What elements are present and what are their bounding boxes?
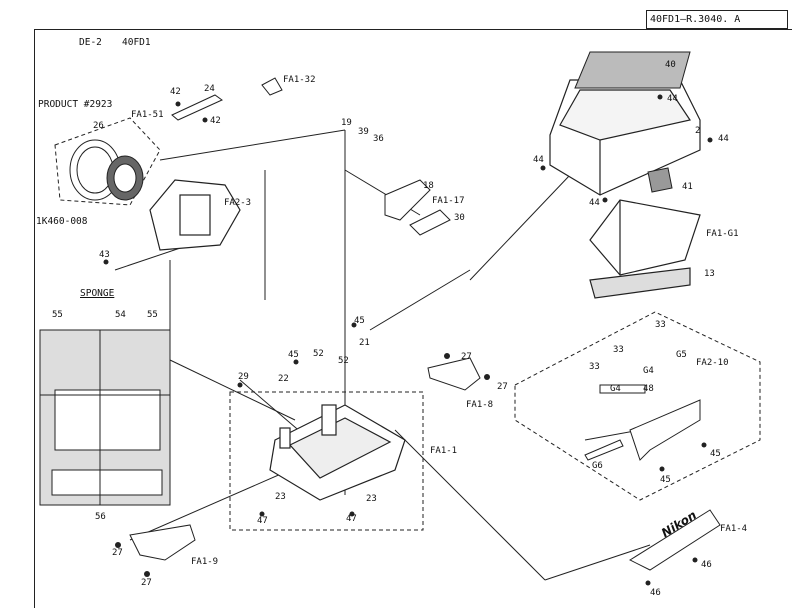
fa1-9-bracket-part bbox=[129, 524, 196, 561]
label-fa2-10: FA2-10 bbox=[696, 358, 729, 368]
part-21: 21 bbox=[359, 338, 370, 348]
part-39: 39 bbox=[358, 127, 369, 137]
part-45: 45 bbox=[660, 475, 671, 485]
label-fa1-8: FA1-8 bbox=[466, 400, 494, 410]
part-44: 44 bbox=[667, 94, 678, 104]
part-55: 55 bbox=[52, 310, 63, 320]
part-33: 33 bbox=[613, 345, 624, 355]
label-fa1-1: FA1-1 bbox=[430, 446, 458, 456]
model-de: DE-2 bbox=[79, 37, 102, 48]
part-44: 44 bbox=[589, 198, 600, 208]
label-fa2-3: FA2-3 bbox=[224, 198, 252, 208]
part-g6: G6 bbox=[592, 461, 603, 471]
part-13: 13 bbox=[704, 269, 715, 279]
part-52: 52 bbox=[338, 356, 349, 366]
part-52: 52 bbox=[313, 349, 324, 359]
product-part-number: 1K460-008 bbox=[36, 216, 88, 227]
part-g4: G4 bbox=[643, 366, 654, 376]
part-27: 27 bbox=[112, 548, 123, 558]
label-fa1-4: FA1-4 bbox=[720, 524, 748, 534]
part-23: 23 bbox=[366, 494, 377, 504]
part-47: 47 bbox=[346, 514, 357, 524]
part-55: 55 bbox=[147, 310, 158, 320]
part-33: 33 bbox=[655, 320, 666, 330]
label-fa1-32: FA1-32 bbox=[283, 75, 316, 85]
fa1-1-frame-part bbox=[269, 404, 406, 501]
label-fa1-9: FA1-9 bbox=[191, 557, 219, 567]
part-27: 27 bbox=[141, 578, 152, 588]
prism-part bbox=[589, 199, 701, 299]
fa1-32-part bbox=[261, 77, 283, 96]
part-46: 46 bbox=[650, 588, 661, 598]
label-fa1-51: FA1-51 bbox=[131, 110, 164, 120]
part-23: 23 bbox=[275, 492, 286, 502]
document-code: 40FD1—R.3040. A bbox=[646, 10, 788, 29]
eyepiece-lens-part bbox=[69, 139, 144, 201]
model-code: 40FD1 bbox=[122, 37, 151, 48]
eyepiece-housing-part bbox=[149, 179, 241, 251]
part-43: 43 bbox=[99, 250, 110, 260]
part-54: 54 bbox=[115, 310, 126, 320]
part-45: 45 bbox=[354, 316, 365, 326]
small-pad-part bbox=[647, 167, 673, 193]
product-label: PRODUCT #2923 bbox=[38, 99, 113, 110]
part-45: 45 bbox=[710, 449, 721, 459]
part-42: 42 bbox=[210, 116, 221, 126]
part-27: 27 bbox=[497, 382, 508, 392]
part-24: 24 bbox=[204, 84, 215, 94]
part-40: 40 bbox=[665, 60, 676, 70]
leader-line bbox=[159, 129, 346, 161]
part-44: 44 bbox=[533, 155, 544, 165]
lever-part bbox=[171, 94, 223, 121]
part-42: 42 bbox=[170, 87, 181, 97]
sponge-screen-view bbox=[39, 329, 171, 506]
part-27: 27 bbox=[461, 352, 472, 362]
part-30: 30 bbox=[454, 213, 465, 223]
part-26: 26 bbox=[93, 121, 104, 131]
part-22: 22 bbox=[278, 374, 289, 384]
fa1-1-group-box bbox=[229, 391, 424, 531]
part-45: 45 bbox=[288, 350, 299, 360]
part-48: 48 bbox=[643, 384, 654, 394]
part-29: 29 bbox=[238, 372, 249, 382]
part-44: 44 bbox=[718, 134, 729, 144]
fa1-17-lever-part bbox=[384, 179, 451, 236]
part-36: 36 bbox=[373, 134, 384, 144]
part-41: 41 bbox=[682, 182, 693, 192]
part-19: 19 bbox=[341, 118, 352, 128]
fa2-10-bracket-part bbox=[584, 384, 701, 461]
fa1-51-group-box bbox=[54, 117, 161, 206]
part-2: 2 bbox=[695, 126, 701, 136]
part-33: 33 bbox=[589, 362, 600, 372]
fa1-8-bracket-part bbox=[427, 357, 481, 391]
sponge-pad-part bbox=[574, 51, 691, 89]
drawing-frame bbox=[34, 29, 792, 608]
sponge-title: SPONGE bbox=[80, 288, 115, 299]
label-fa1-17: FA1-17 bbox=[432, 196, 465, 206]
part-56: 56 bbox=[95, 512, 106, 522]
screw-icons bbox=[103, 94, 713, 586]
nikon-nameplate-part bbox=[628, 509, 721, 571]
part-46: 46 bbox=[701, 560, 712, 570]
part-g5: G5 bbox=[676, 350, 687, 360]
fa2-10-group-box bbox=[514, 311, 761, 501]
part-47: 47 bbox=[257, 516, 268, 526]
part-18: 18 bbox=[423, 181, 434, 191]
label-fa1-g1: FA1-G1 bbox=[706, 229, 739, 239]
part-g4: G4 bbox=[610, 384, 621, 394]
